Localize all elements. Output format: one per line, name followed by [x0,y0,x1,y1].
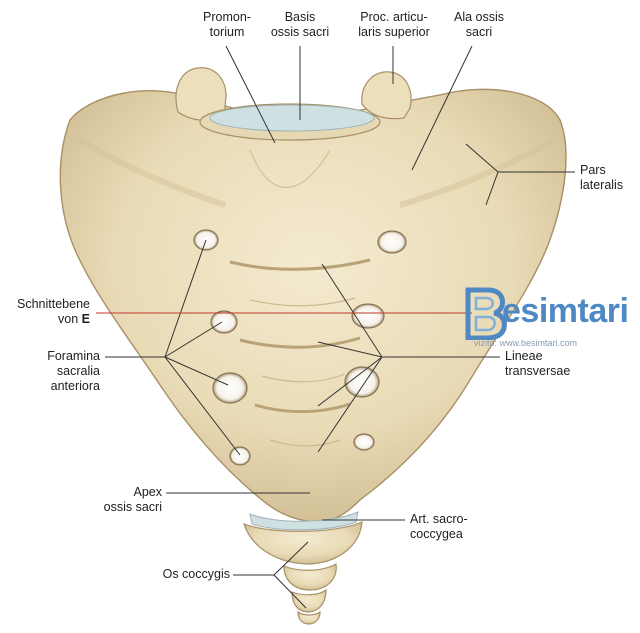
linea-transversa-1 [229,258,371,271]
coccyx-segment-4 [297,610,321,625]
watermark-brand: esimtari [502,292,629,330]
foramen-right-1 [377,230,407,254]
right-articular-process [361,71,412,120]
label-promontorium: Promon-torium [203,10,251,39]
besimtari-watermark: esimtari vizito: www.besimtari.com [462,286,634,356]
label-os-coccygis: Os coccygis [162,567,230,581]
coccyx-segment-1 [243,521,363,565]
foramen-left-4 [229,446,251,466]
label-schnittebene-letter: E [81,312,90,326]
watermark-url: vizito: www.besimtari.com [474,338,578,348]
foramen-left-3 [212,372,248,404]
label-proc-articularis-superior: Proc. articu-laris superior [358,10,430,39]
coccyx-segment-3 [291,588,327,613]
linea-transversa-2 [239,336,361,349]
leader-lines [105,45,575,609]
b-letter-logo-icon [465,287,507,340]
foramen-left-2 [210,310,238,334]
linea-transversa-3 [254,402,351,414]
coccyx-segment-2 [283,563,337,591]
foramen-right-4 [353,433,375,451]
art-sacrococcygea [249,511,359,531]
label-art-sacrococcygea: Art. sacro-coccygea [410,512,468,541]
basis-cartilage [209,104,375,132]
foramen-right-2 [351,303,385,329]
